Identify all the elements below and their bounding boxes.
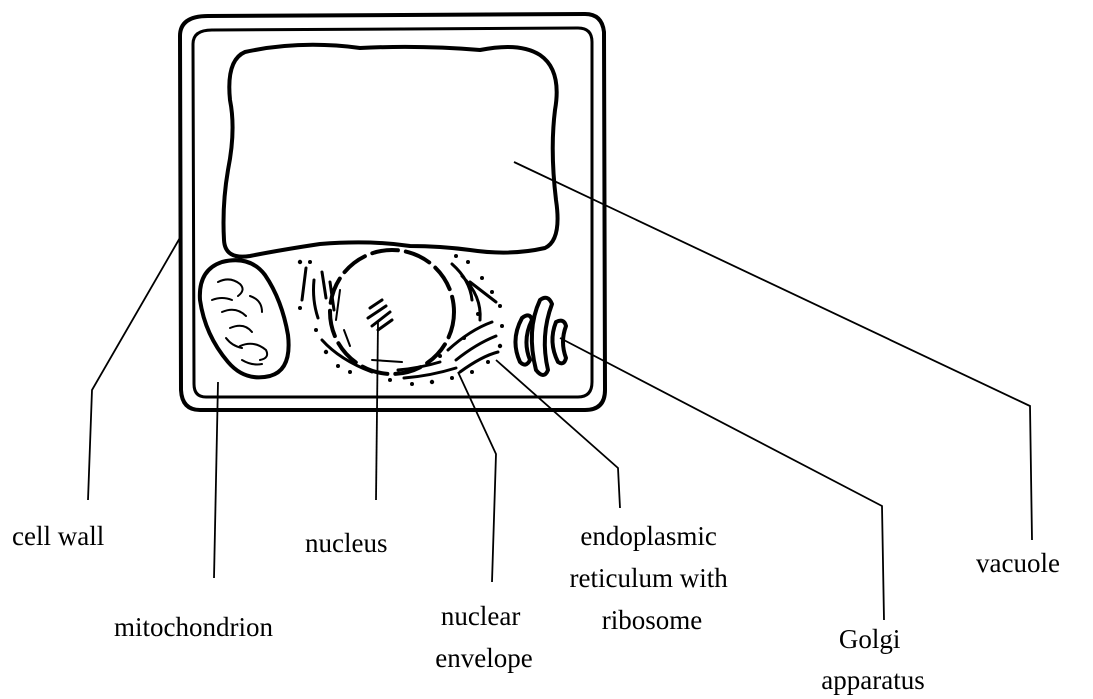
- label-nuclear-envelope-line1: nuclear: [441, 601, 520, 631]
- nuclear-envelope: [330, 250, 454, 374]
- label-vacuole: vacuole: [976, 548, 1060, 578]
- leader-nucleus: [376, 322, 378, 500]
- label-nuclear-envelope-line2: envelope: [435, 643, 532, 673]
- golgi-cisterna-1: [515, 315, 532, 364]
- leader-endoplasmic-reticulum: [496, 360, 620, 508]
- label-mitochondrion: mitochondrion: [114, 612, 273, 642]
- label-golgi-line2: apparatus: [821, 665, 924, 695]
- labels: cell wall mitochondrion nucleus nuclear …: [12, 521, 1060, 695]
- golgi-cisterna-2: [532, 298, 552, 375]
- leader-cell-wall: [88, 236, 181, 500]
- mitochondrion-outer: [200, 260, 289, 377]
- label-er-line1: endoplasmic: [580, 521, 716, 551]
- label-nuclear-envelope: nuclear envelope: [435, 601, 532, 673]
- label-endoplasmic-reticulum: endoplasmic reticulum with ribosome: [570, 521, 735, 635]
- vacuole: [224, 45, 558, 257]
- label-er-line3: ribosome: [602, 605, 703, 635]
- label-er-line2: reticulum with: [570, 563, 729, 593]
- label-golgi-apparatus: Golgi apparatus: [821, 624, 924, 695]
- golgi-cisterna-3: [552, 321, 566, 364]
- nucleolus: [368, 300, 392, 330]
- cell-wall: [180, 14, 605, 410]
- label-cell-wall: cell wall: [12, 521, 104, 551]
- label-nucleus: nucleus: [305, 528, 387, 558]
- label-golgi-line1: Golgi: [839, 624, 901, 654]
- nucleus: [330, 250, 454, 374]
- cell-wall-outer: [180, 14, 605, 410]
- golgi-apparatus: [515, 298, 566, 375]
- leader-lines: [88, 162, 1032, 620]
- mitochondrion: [200, 260, 289, 377]
- leader-nuclear-envelope: [458, 372, 496, 582]
